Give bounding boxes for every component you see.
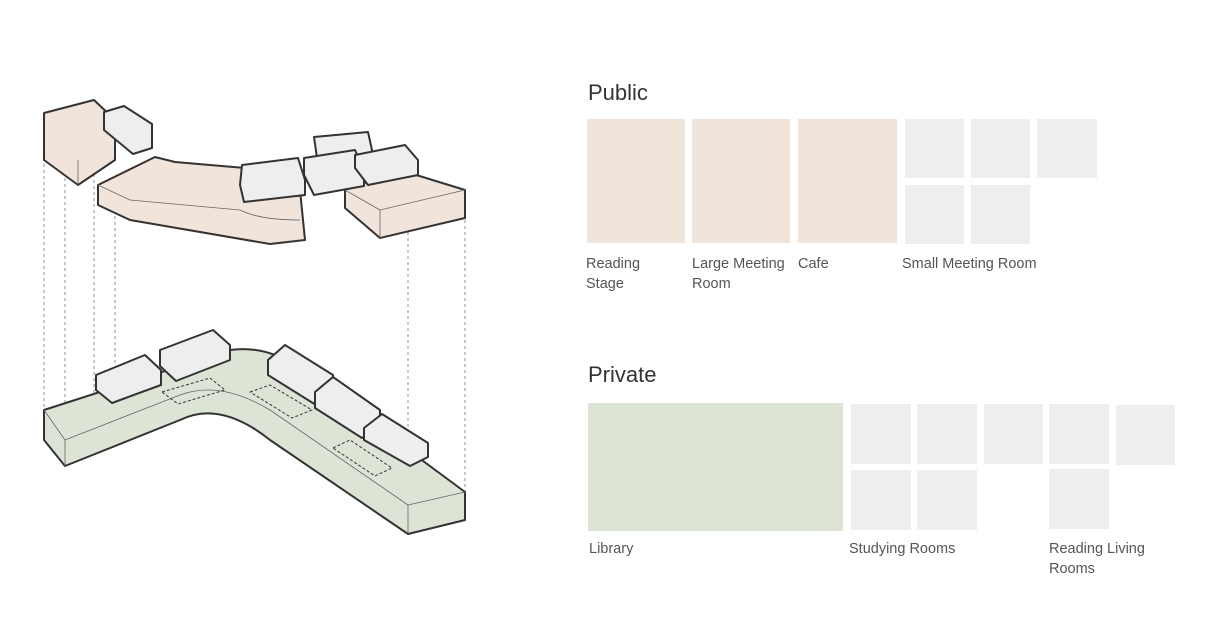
library-label: Library	[589, 541, 634, 557]
small-meeting-room-block	[905, 185, 964, 244]
private-title: Private	[588, 362, 657, 387]
small-meeting-room-label: Small Meeting Room	[902, 256, 1037, 272]
studying-rooms-label: Studying Rooms	[849, 541, 956, 557]
public-slab	[43, 99, 466, 245]
private-slab	[43, 329, 466, 535]
studying-room-block	[984, 404, 1043, 464]
cafe-block	[798, 119, 897, 243]
studying-room-block	[851, 470, 911, 530]
library-block	[588, 403, 843, 531]
reading-living-room-block	[1049, 404, 1109, 464]
reading-stage-block	[587, 119, 685, 243]
public-title: Public	[588, 80, 648, 105]
small-meeting-room-block	[971, 119, 1030, 178]
projection-lines	[43, 102, 466, 495]
reading-living-room-block	[1116, 405, 1175, 465]
studying-room-block	[917, 470, 977, 530]
studying-room-block	[851, 404, 911, 464]
large-meeting-room-block	[692, 119, 790, 243]
small-meeting-room-block	[1037, 119, 1097, 178]
public-volumes	[103, 105, 419, 203]
studying-room-block	[917, 404, 977, 464]
axonometric-drawing	[43, 99, 466, 535]
cafe-label: Cafe	[798, 256, 829, 272]
small-meeting-room-block	[905, 119, 964, 178]
reading-living-room-block	[1049, 469, 1109, 529]
small-meeting-room-block	[971, 185, 1030, 244]
